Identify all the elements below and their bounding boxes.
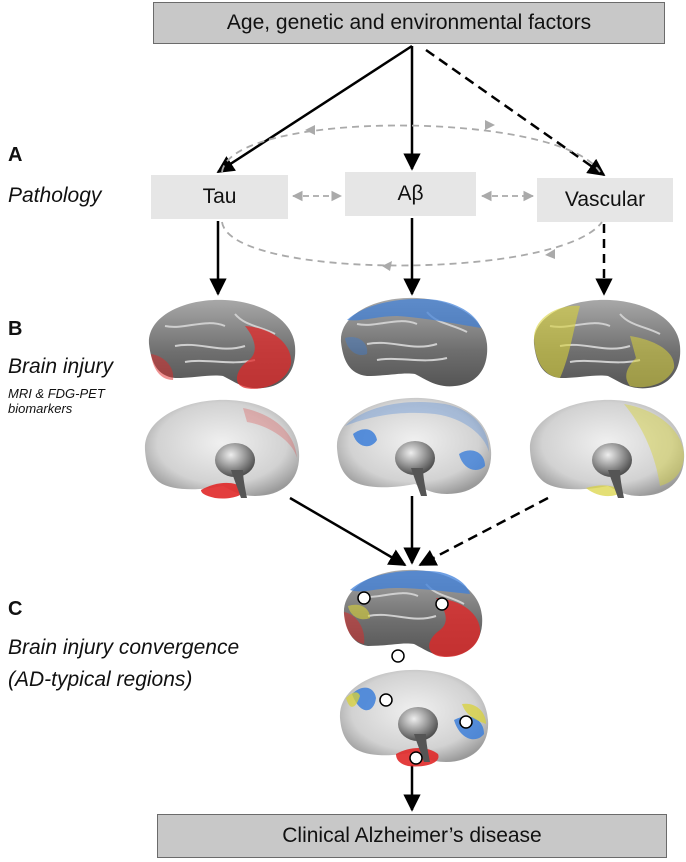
top-box-label: Age, genetic and environmental factors bbox=[226, 11, 592, 34]
section-c-letter: C bbox=[8, 598, 23, 620]
arrow-vascular-injury-to-convergence bbox=[418, 496, 549, 567]
feedback-arrowhead-top-left bbox=[305, 125, 315, 135]
convergence-marker-medial-temporal bbox=[409, 751, 423, 765]
pathology-label: Pathology bbox=[8, 184, 102, 207]
feedback-arc-bottom bbox=[221, 221, 603, 267]
convergence-marker-temporal-lower bbox=[391, 649, 405, 663]
section-b-letter: B bbox=[8, 318, 23, 340]
tau-lateral-brain-icon bbox=[148, 299, 296, 389]
abeta-box: Aβ bbox=[345, 172, 476, 216]
feedback-arrowhead-bottom-far bbox=[545, 249, 555, 259]
feedback-arc-top bbox=[221, 124, 601, 173]
convergence-marker-medial-frontal bbox=[459, 715, 473, 729]
convergence-marker-posterior-cingulate bbox=[379, 693, 393, 707]
brain-injury-label: Brain injury bbox=[8, 355, 114, 378]
abeta-medial-brain-icon bbox=[336, 397, 492, 496]
tau-label: Tau bbox=[202, 185, 237, 208]
convergence-label-line1: Brain injury convergence bbox=[8, 636, 240, 659]
convergence-label-line2: (AD-typical regions) bbox=[8, 668, 193, 691]
abeta-label: Aβ bbox=[397, 182, 424, 205]
biomarkers-label-line2: biomarkers bbox=[8, 401, 73, 416]
feedback-arrowhead-top-right bbox=[485, 120, 495, 130]
vascular-box: Vascular bbox=[537, 178, 673, 222]
convergence-lateral-brain-icon bbox=[343, 569, 483, 663]
convergence-marker-temporal-upper bbox=[435, 597, 449, 611]
biomarkers-label-line1: MRI & FDG-PET bbox=[8, 386, 105, 401]
section-a-letter: A bbox=[8, 144, 23, 166]
age-genetic-environmental-box: Age, genetic and environmental factors bbox=[153, 2, 665, 44]
vascular-label: Vascular bbox=[564, 188, 646, 211]
bottom-box-label: Clinical Alzheimer’s disease bbox=[282, 824, 542, 847]
vascular-medial-brain-icon bbox=[529, 399, 685, 498]
vascular-lateral-brain-icon bbox=[533, 299, 681, 389]
abeta-lateral-brain-icon bbox=[340, 297, 488, 387]
tau-medial-brain-icon bbox=[144, 399, 300, 499]
convergence-medial-brain-icon bbox=[339, 669, 489, 767]
arrow-factors-to-tau bbox=[216, 44, 413, 174]
arrow-factors-to-vascular bbox=[425, 48, 606, 177]
tau-box: Tau bbox=[151, 175, 288, 219]
feedback-arrowhead-bottom-right bbox=[382, 261, 392, 271]
clinical-ad-box: Clinical Alzheimer’s disease bbox=[157, 814, 667, 858]
arrow-tau-injury-to-convergence bbox=[289, 496, 407, 567]
convergence-marker-parietal bbox=[357, 591, 371, 605]
